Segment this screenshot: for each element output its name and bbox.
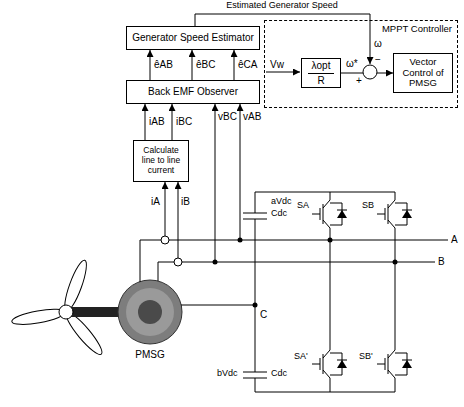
switch-label: SA — [297, 201, 309, 211]
box-text: Calculate line to line current — [137, 146, 185, 175]
terminal-label: B — [438, 256, 445, 267]
controller-region: MPPT Controller λoptR Vector Control of PM… — [264, 20, 458, 108]
voltage-label: aVdc — [271, 197, 292, 207]
signal-name: Vw — [270, 59, 284, 70]
signal-name: iB — [181, 196, 190, 207]
signal-name: êAB — [153, 59, 174, 70]
signal-arrow — [192, 50, 193, 80]
box-text: R — [313, 74, 328, 87]
signal-arrow — [150, 50, 151, 80]
signal-name: Estimated Generator Speed — [226, 1, 338, 11]
switch-label: SB — [362, 201, 374, 211]
voltage-label: bVdc — [217, 369, 238, 379]
phase-wire — [158, 262, 435, 281]
part-name: PMSG — [135, 349, 164, 360]
signal-name: êBC — [195, 59, 216, 70]
igbt-leg — [377, 192, 395, 392]
signal-name: ω — [374, 38, 382, 49]
current-signal — [178, 182, 179, 258]
switch-label: SA' — [294, 352, 308, 362]
summing-junction — [363, 65, 377, 79]
voltage-signal — [215, 104, 216, 262]
sign-mark: − — [375, 54, 381, 65]
dc-bus-rail — [255, 192, 395, 392]
box-text: Back EMF Observer — [148, 86, 238, 98]
node-label: C — [260, 309, 267, 320]
igbt-leg — [312, 192, 330, 392]
component-label: Cdc — [271, 369, 287, 379]
signal-name: ω* — [345, 58, 359, 69]
component-label: Cdc — [271, 209, 287, 219]
sign-mark: + — [356, 75, 362, 86]
signal-name: iA — [151, 196, 160, 207]
diode-symbol — [330, 203, 347, 375]
box-text: Vector Control of PMSG — [397, 57, 449, 90]
current-sensor — [161, 236, 182, 266]
turbine-shaft — [66, 307, 124, 317]
calculation-box: Calculate line to line current — [133, 140, 189, 182]
signal-name: vAB — [243, 111, 261, 122]
turbine-hub — [59, 305, 73, 319]
signal-arrow — [234, 50, 235, 80]
signal-name: iBC — [175, 116, 193, 127]
current-signal — [165, 182, 166, 236]
signal-arrow — [172, 104, 173, 140]
phase-wire — [140, 240, 448, 282]
box-text: λopt — [308, 60, 335, 74]
wind-speed-input — [266, 72, 300, 73]
signal-name: vBC — [218, 111, 237, 122]
control-box: Vector Control of PMSG — [393, 53, 453, 93]
observer-box: Back EMF Observer — [126, 80, 260, 104]
phase-wire — [181, 305, 255, 306]
voltage-signal — [240, 104, 241, 240]
capacitor-symbol — [243, 192, 267, 392]
signal-name: êCA — [237, 59, 258, 70]
switch-label: SB' — [359, 352, 373, 362]
estimator-box: Generator Speed Estimator — [126, 26, 260, 50]
gain-box: λoptR — [301, 58, 341, 88]
terminal-label: A — [451, 234, 458, 245]
junction-dot — [213, 238, 398, 308]
box-text: Generator Speed Estimator — [132, 32, 254, 44]
diode-triangles — [337, 210, 412, 368]
signal-arrow — [145, 104, 146, 140]
diode-symbol — [395, 203, 412, 375]
region-heading: MPPT Controller — [270, 24, 452, 35]
pmsg-symbol — [118, 280, 182, 344]
signal-name: iAB — [148, 116, 166, 127]
